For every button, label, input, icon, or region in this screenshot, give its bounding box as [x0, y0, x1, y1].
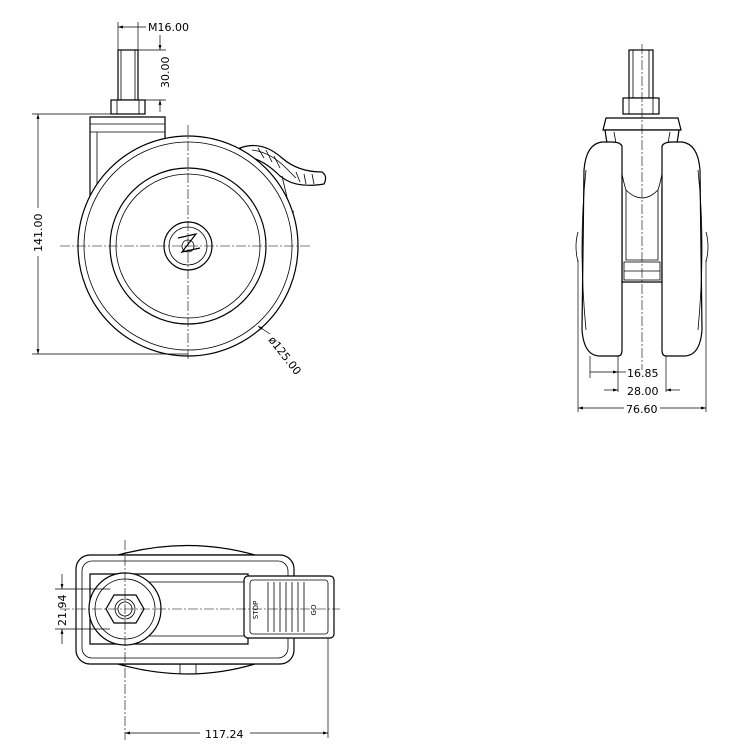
dim-hub-width: 28.00	[627, 385, 659, 398]
dim-wheel-diameter: ø125.00	[266, 334, 304, 378]
dim-overall-width: 76.60	[626, 403, 658, 416]
brake-mark-go: GO	[310, 604, 318, 615]
top-view: STOP GO 21.94 117.24	[55, 540, 340, 741]
front-left-wheel	[581, 141, 623, 357]
top-wheel-bottom-edge	[117, 663, 256, 675]
brake-mark-stop: STOP	[252, 601, 260, 619]
side-hub-logo	[177, 233, 201, 253]
front-right-wheel	[661, 141, 703, 357]
top-brake-pedal	[243, 575, 335, 639]
dim-mount-width: 21.94	[56, 595, 69, 627]
top-wheel-top-edge	[117, 544, 256, 556]
side-view: M16.00 30.00 141.00 ø125.00	[30, 21, 327, 378]
dim-tread-width: 16.85	[627, 367, 659, 380]
side-hex-nut	[110, 99, 146, 115]
dim-stem-length: 30.00	[159, 57, 172, 89]
dim-stem-thread: M16.00	[148, 21, 189, 34]
dim-overall-length: 117.24	[205, 728, 244, 741]
dim-overall-height: 141.00	[32, 214, 45, 253]
front-view: 16.85 28.00 76.60	[575, 44, 709, 416]
front-hex-nut	[622, 97, 660, 115]
